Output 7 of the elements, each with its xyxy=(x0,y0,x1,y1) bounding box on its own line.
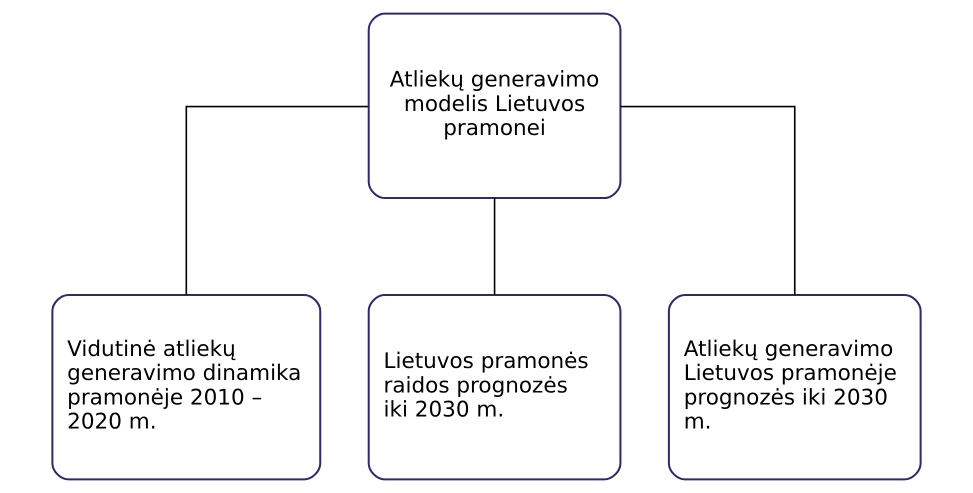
connector xyxy=(186,106,368,295)
node-box: Atliekų generavimo Lietuvos pramonėje prognozės iki 2030 m. xyxy=(668,294,922,480)
connector xyxy=(494,198,496,295)
node-box: Atliekų generavimo modelis Lietuvos pramonei xyxy=(368,12,622,200)
node-box: Vidutinė atliekų generavimo dinamika pramonėje 2010 – 2020 m. xyxy=(51,294,322,480)
connector xyxy=(620,106,796,295)
node-box: Lietuvos pramonės raidos prognozės iki 2030 m. xyxy=(368,294,622,480)
